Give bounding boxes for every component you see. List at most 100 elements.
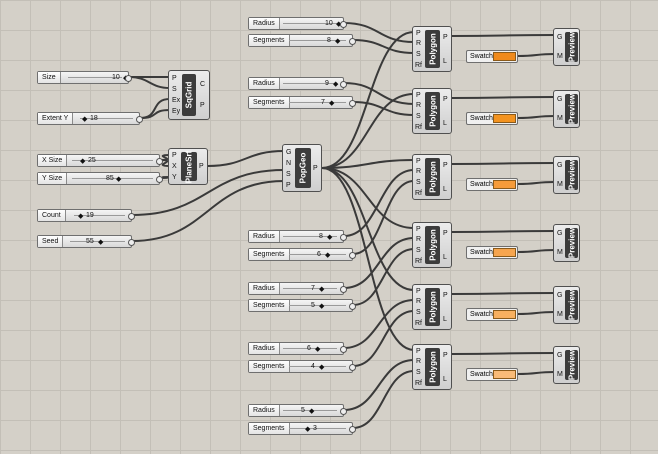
slider-knob-icon[interactable]: ◆ <box>333 81 339 88</box>
swatch-component[interactable]: Swatch <box>466 246 518 259</box>
input-pin[interactable]: M <box>557 371 563 378</box>
slider-radius-4[interactable]: Radius 7 ◆ <box>248 282 347 295</box>
polygon-component[interactable]: P R S Rf Polygon P L <box>412 222 452 268</box>
slider-radius-5[interactable]: Radius 6 ◆ <box>248 342 347 355</box>
swatch-component[interactable]: Swatch <box>466 368 518 381</box>
slider-knob-icon[interactable]: ◆ <box>336 21 342 28</box>
preview-component[interactable]: G M Preview <box>553 90 580 128</box>
output-pin[interactable]: P <box>199 163 204 170</box>
slider-knob-icon[interactable]: ◆ <box>315 346 321 353</box>
input-pin[interactable]: P <box>416 288 421 295</box>
output-pin[interactable]: P <box>443 96 448 103</box>
output-pin[interactable]: P <box>443 230 448 237</box>
input-pin[interactable]: S <box>286 171 291 178</box>
output-grip-icon[interactable] <box>340 81 347 88</box>
slider-knob-icon[interactable]: ◆ <box>329 100 335 107</box>
preview-component[interactable]: G M Preview <box>553 156 580 194</box>
output-grip-icon[interactable] <box>340 346 347 353</box>
swatch-color[interactable] <box>493 370 516 379</box>
output-grip-icon[interactable] <box>340 286 347 293</box>
output-grip-icon[interactable] <box>128 239 135 246</box>
output-grip-icon[interactable] <box>349 252 356 259</box>
input-pin[interactable]: S <box>416 113 421 120</box>
output-pin[interactable]: C <box>200 81 206 88</box>
swatch-color[interactable] <box>493 52 516 61</box>
preview-component[interactable]: G M Preview <box>553 346 580 384</box>
slider-knob-icon[interactable]: ◆ <box>116 176 122 183</box>
input-pin[interactable]: M <box>557 249 563 256</box>
slider-radius-3[interactable]: Radius 8 ◆ <box>248 230 347 243</box>
input-pin[interactable]: R <box>416 168 422 175</box>
input-pin[interactable]: G <box>557 292 563 299</box>
output-grip-icon[interactable] <box>340 21 347 28</box>
slider-radius-1[interactable]: Radius 10 ◆ <box>248 17 347 30</box>
input-pin[interactable]: Rf <box>415 190 422 197</box>
input-pin[interactable]: M <box>557 311 563 318</box>
input-pin[interactable]: Ex <box>172 97 181 104</box>
slider-segments-6[interactable]: Segments ◆ 3 <box>248 422 356 435</box>
swatch-component[interactable]: Swatch <box>466 112 518 125</box>
input-pin[interactable]: Rf <box>415 320 422 327</box>
slider-knob-icon[interactable]: ◆ <box>80 158 86 165</box>
slider-segments-4[interactable]: Segments 5 ◆ <box>248 299 356 312</box>
slider-count[interactable]: Count ◆ 19 <box>37 209 135 222</box>
slider-knob-icon[interactable]: ◆ <box>305 426 311 433</box>
input-pin[interactable]: P <box>416 30 421 37</box>
polygon-component[interactable]: P R S Rf Polygon P L <box>412 154 452 200</box>
input-pin[interactable]: G <box>557 162 563 169</box>
slider-knob-icon[interactable]: ◆ <box>319 364 325 371</box>
input-pin[interactable]: M <box>557 115 563 122</box>
input-pin[interactable]: Rf <box>415 62 422 69</box>
output-pin[interactable]: L <box>443 316 447 323</box>
planesrf-component[interactable]: P X Y PlaneSrf P <box>168 148 208 185</box>
preview-component[interactable]: G M Preview <box>553 28 580 66</box>
output-pin[interactable]: P <box>443 352 448 359</box>
input-pin[interactable]: P <box>172 152 177 159</box>
input-pin[interactable]: Ey <box>172 108 181 115</box>
input-pin[interactable]: S <box>416 369 421 376</box>
input-pin[interactable]: S <box>416 51 421 58</box>
swatch-color[interactable] <box>493 248 516 257</box>
input-pin[interactable]: G <box>557 352 563 359</box>
input-pin[interactable]: P <box>416 158 421 165</box>
slider-y-size[interactable]: Y Size 85 ◆ <box>37 172 163 185</box>
input-pin[interactable]: X <box>172 163 177 170</box>
input-pin[interactable]: S <box>416 309 421 316</box>
output-pin[interactable]: P <box>313 165 318 172</box>
input-pin[interactable]: P <box>172 75 177 82</box>
output-grip-icon[interactable] <box>349 100 356 107</box>
output-grip-icon[interactable] <box>349 426 356 433</box>
input-pin[interactable]: R <box>416 298 422 305</box>
output-pin[interactable]: L <box>443 186 447 193</box>
slider-knob-icon[interactable]: ◆ <box>327 234 333 241</box>
polygon-component[interactable]: P R S Rf Polygon P L <box>412 88 452 134</box>
swatch-color[interactable] <box>493 310 516 319</box>
slider-size[interactable]: Size 10 ◆ <box>37 71 132 84</box>
output-grip-icon[interactable] <box>340 234 347 241</box>
input-pin[interactable]: M <box>557 53 563 60</box>
output-grip-icon[interactable] <box>156 158 163 165</box>
input-pin[interactable]: P <box>416 348 421 355</box>
input-pin[interactable]: Rf <box>415 258 422 265</box>
output-grip-icon[interactable] <box>349 364 356 371</box>
input-pin[interactable]: R <box>416 40 422 47</box>
input-pin[interactable]: G <box>286 149 292 156</box>
output-grip-icon[interactable] <box>125 75 132 82</box>
input-pin[interactable]: G <box>557 96 563 103</box>
polygon-component[interactable]: P R S Rf Polygon P L <box>412 26 452 72</box>
swatch-component[interactable]: Swatch <box>466 178 518 191</box>
slider-segments-5[interactable]: Segments 4 ◆ <box>248 360 356 373</box>
preview-component[interactable]: G M Preview <box>553 286 580 324</box>
input-pin[interactable]: M <box>557 181 563 188</box>
popgeo-component[interactable]: G N S P PopGeo P <box>282 144 322 192</box>
slider-knob-icon[interactable]: ◆ <box>78 213 84 220</box>
input-pin[interactable]: R <box>416 236 422 243</box>
preview-component[interactable]: G M Preview <box>553 224 580 262</box>
slider-extent-y[interactable]: Extent Y ◆ 18 <box>37 112 143 125</box>
input-pin[interactable]: P <box>416 226 421 233</box>
output-grip-icon[interactable] <box>340 408 347 415</box>
slider-segments-2[interactable]: Segments 7 ◆ <box>248 96 356 109</box>
input-pin[interactable]: Rf <box>415 124 422 131</box>
slider-knob-icon[interactable]: ◆ <box>82 116 88 123</box>
output-grip-icon[interactable] <box>128 213 135 220</box>
